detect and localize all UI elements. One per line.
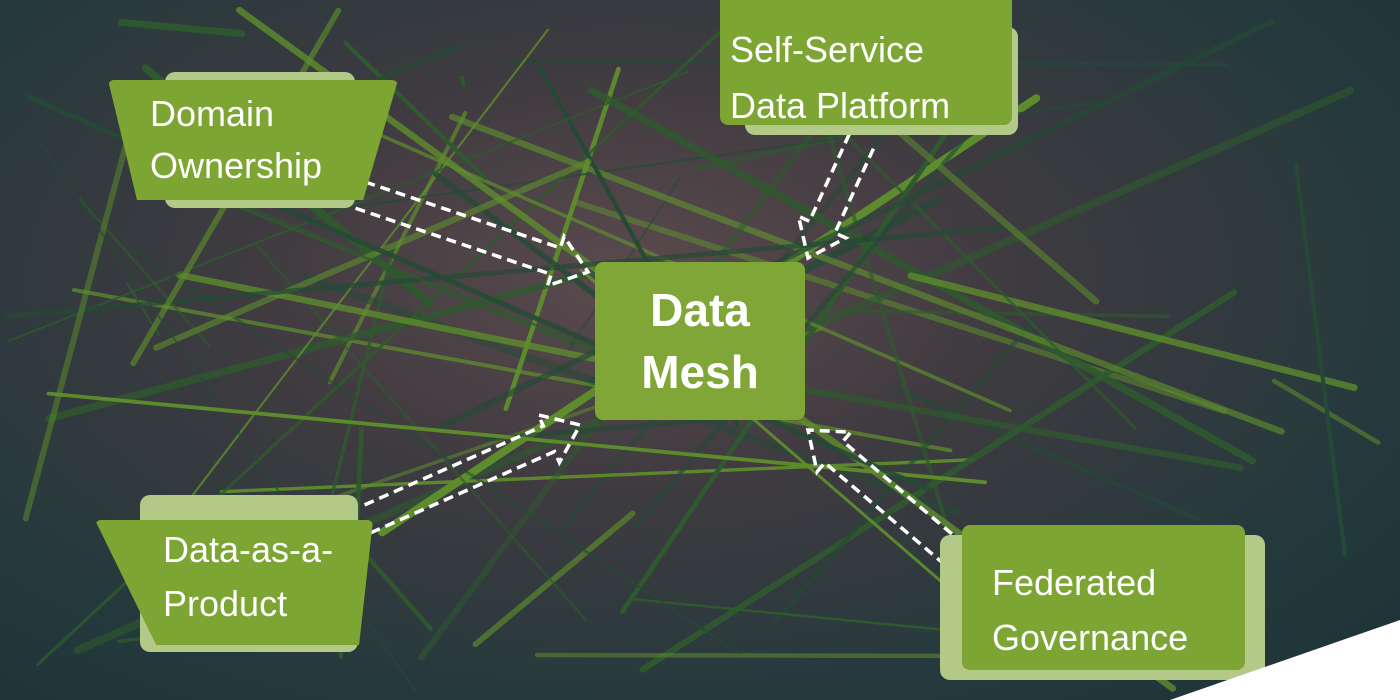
mesh-strand <box>220 457 976 494</box>
pillar-label-line2: Governance <box>992 617 1189 658</box>
pillar-label-line2: Data Platform <box>730 85 951 126</box>
dashed-arrow <box>358 412 583 535</box>
mesh-strand <box>433 18 1276 432</box>
mesh-strand <box>78 198 211 348</box>
mesh-strand <box>117 18 245 38</box>
mesh-strand <box>639 289 1238 673</box>
box-front <box>108 80 398 200</box>
pillar-label-line2: Ownership <box>150 145 323 186</box>
data-mesh-center-box: Data Mesh <box>595 262 805 420</box>
mesh-strand <box>5 224 1014 319</box>
mesh-strand <box>907 272 1358 391</box>
dashed-arrow <box>796 133 877 261</box>
mesh-strand <box>22 96 142 522</box>
dashed-arrow <box>805 428 966 567</box>
dashed-arrow <box>354 180 591 289</box>
pillar-label-line1: Domain <box>150 93 275 134</box>
pillar-label-line1: Data-as-a- <box>163 529 334 570</box>
mesh-strand <box>460 75 466 88</box>
mesh-strand <box>573 199 1228 415</box>
pillar-label-line2: Product <box>163 583 288 624</box>
mesh-strand <box>620 40 1010 614</box>
mesh-strand <box>253 242 587 621</box>
box-front <box>720 0 1012 125</box>
mesh-strand <box>183 28 549 508</box>
mesh-strand <box>297 97 1012 413</box>
mesh-strand <box>45 262 621 423</box>
center-label-line1: Data <box>650 284 750 336</box>
mesh-strand <box>153 158 592 351</box>
mesh-strand <box>892 385 1201 522</box>
mesh-strand <box>1293 162 1348 557</box>
pillar-label-line1: Self-Service <box>730 29 925 70</box>
mesh-strand <box>343 40 487 180</box>
box-front <box>962 525 1245 670</box>
pillar-label-line1: Federated <box>992 562 1157 603</box>
mesh-strand <box>771 317 1037 626</box>
mesh-strand <box>449 113 1285 435</box>
mesh-strand <box>633 76 1018 529</box>
center-label-line2: Mesh <box>641 346 759 398</box>
mesh-strand <box>472 510 636 648</box>
mesh-strand <box>327 242 396 511</box>
